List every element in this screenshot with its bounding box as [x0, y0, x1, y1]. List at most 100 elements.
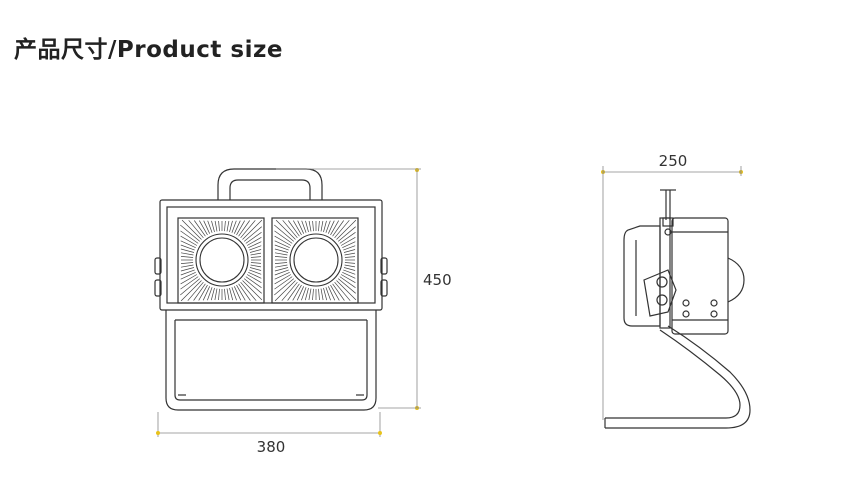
cooling-fin	[180, 256, 194, 258]
cooling-fin	[344, 252, 356, 256]
cooling-fin	[226, 288, 230, 301]
cooling-fin	[198, 220, 208, 236]
cooling-fin	[330, 284, 340, 301]
cooling-fin	[274, 276, 293, 290]
cooling-fin	[327, 286, 336, 301]
cooling-fin	[332, 283, 345, 301]
front-lens-right	[289, 233, 343, 287]
front-width-label: 380	[257, 438, 286, 456]
cooling-fin	[288, 220, 300, 237]
cooling-fin	[238, 220, 250, 237]
cooling-fin	[287, 283, 300, 301]
cooling-fin	[274, 269, 289, 276]
cooling-fin	[246, 274, 262, 284]
front-module-left	[177, 217, 265, 304]
cooling-fin	[250, 256, 262, 258]
cooling-fin	[274, 244, 289, 251]
cooling-fin	[250, 252, 262, 256]
cooling-fin	[339, 276, 356, 288]
side-depth-dimension	[602, 166, 742, 420]
cooling-fin	[274, 240, 290, 249]
cooling-fin	[180, 244, 195, 251]
cooling-fin	[248, 271, 262, 279]
cooling-fin	[248, 241, 262, 249]
side-pivot-knob	[643, 269, 677, 317]
cooling-fin	[180, 280, 202, 302]
cooling-fin	[226, 220, 230, 232]
cooling-fin	[180, 235, 198, 246]
cooling-fin	[308, 220, 312, 232]
cooling-fin	[275, 219, 296, 240]
cooling-fin	[274, 274, 292, 285]
side-view	[604, 189, 751, 429]
cooling-fin	[236, 220, 246, 236]
cooling-fin	[240, 281, 257, 301]
cooling-fins-left	[180, 219, 263, 302]
cooling-fin	[340, 236, 356, 246]
cooling-fin	[274, 224, 295, 242]
cooling-fin	[202, 286, 211, 301]
front-stand	[165, 310, 377, 411]
front-lens-left	[195, 233, 249, 287]
cooling-fin	[274, 267, 289, 272]
side-lamp-body	[671, 217, 729, 335]
cooling-fin	[325, 220, 331, 233]
cooling-fin	[180, 240, 196, 249]
cooling-fin	[240, 220, 256, 239]
cooling-fin	[342, 241, 356, 249]
cooling-fin	[320, 288, 324, 301]
cooling-fin	[282, 220, 298, 239]
cooling-fin	[332, 220, 344, 237]
cooling-fin	[274, 248, 289, 253]
front-lenses	[195, 233, 343, 287]
cooling-fin	[245, 276, 262, 288]
cooling-fin	[301, 287, 307, 301]
cooling-fin	[243, 226, 262, 242]
cooling-fin	[337, 278, 356, 294]
cooling-fin	[180, 230, 199, 244]
cooling-fin	[344, 262, 356, 264]
side-depth-label: 250	[659, 152, 688, 170]
front-housing	[159, 199, 383, 311]
cooling-fin	[218, 288, 220, 301]
cooling-fin	[246, 236, 262, 246]
cooling-fin	[323, 287, 328, 301]
cooling-fin	[330, 220, 340, 236]
cooling-fin	[198, 284, 208, 301]
cooling-fin	[334, 220, 350, 239]
cooling-fin	[249, 269, 262, 275]
cooling-fin	[242, 219, 263, 240]
cooling-fin	[337, 226, 356, 242]
cooling-fin	[218, 220, 220, 232]
cooling-fin	[274, 256, 288, 258]
cooling-fin	[343, 267, 356, 271]
cooling-fin	[242, 280, 263, 301]
cooling-fin	[336, 280, 357, 301]
cooling-fin	[250, 264, 262, 268]
cooling-fin	[245, 232, 262, 244]
cooling-fin	[281, 281, 298, 301]
cooling-fin	[224, 220, 226, 232]
cooling-fin	[323, 220, 327, 233]
cooling-fin	[188, 220, 204, 239]
cooling-fins-right	[274, 219, 357, 302]
cooling-fin	[181, 219, 202, 240]
cooling-fin	[180, 274, 198, 285]
cooling-fin	[180, 264, 194, 268]
cooling-fin	[343, 269, 356, 275]
cooling-fin	[312, 220, 314, 232]
dimension-ticks	[156, 168, 743, 435]
cooling-fin	[344, 256, 356, 258]
cooling-fin	[274, 262, 288, 264]
cooling-fin	[194, 220, 206, 237]
cooling-fin	[180, 248, 195, 253]
cooling-fin	[292, 284, 302, 301]
front-view	[154, 168, 388, 411]
page-title: 产品尺寸/Product size	[14, 37, 283, 63]
cooling-fin	[211, 220, 215, 233]
cooling-fin	[243, 278, 262, 294]
cooling-fin	[334, 281, 351, 301]
cooling-fin	[180, 267, 195, 272]
cooling-fin	[180, 276, 199, 290]
cooling-fin	[274, 264, 288, 268]
